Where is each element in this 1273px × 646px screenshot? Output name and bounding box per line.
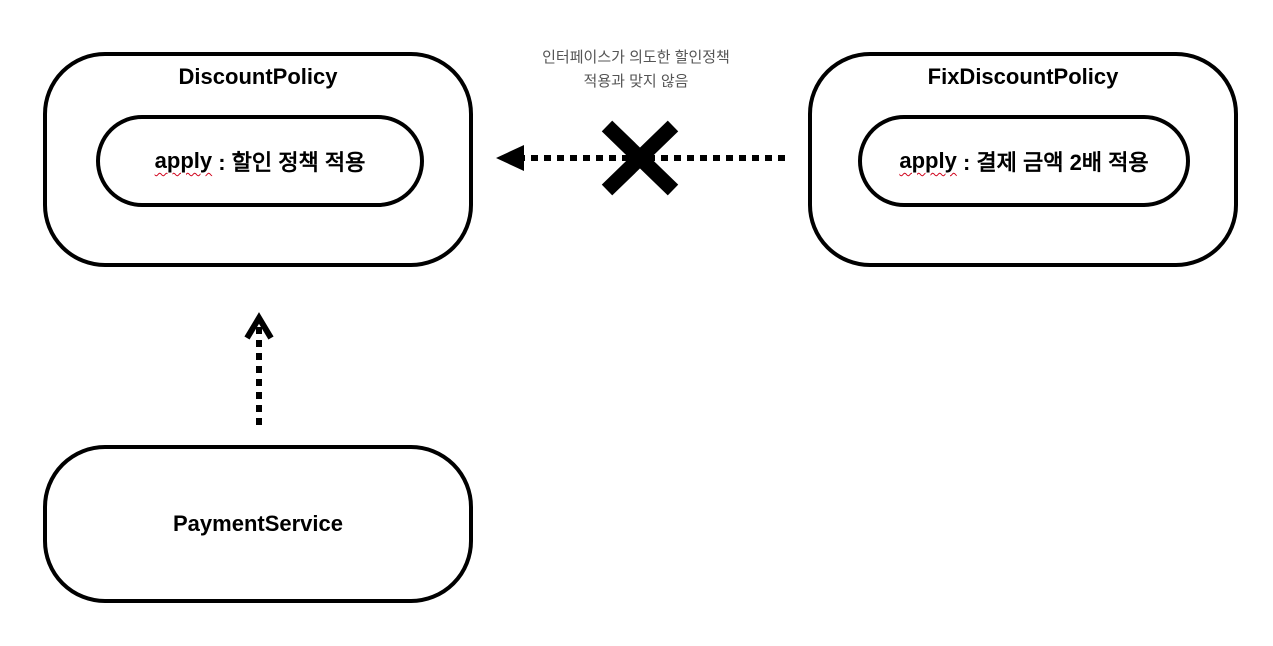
mismatch-x-icon [601, 120, 679, 196]
fix-discount-policy-box: FixDiscountPolicy apply : 결제 금액 2배 적용 [808, 52, 1238, 267]
fix-discount-policy-method-box: apply : 결제 금액 2배 적용 [858, 115, 1190, 207]
discount-policy-method-desc: : 할인 정책 적용 [212, 150, 366, 175]
payment-service-label: PaymentService [173, 511, 343, 536]
fix-discount-policy-method-name: apply [899, 148, 957, 173]
discount-policy-box: DiscountPolicy apply : 할인 정책 적용 [43, 52, 473, 267]
dependency-arrow-head [244, 312, 274, 340]
fix-discount-policy-title: FixDiscountPolicy [927, 64, 1119, 89]
discount-policy-title: DiscountPolicy [178, 64, 338, 89]
annotation-line-1: 인터페이스가 의도한 할인정책 [542, 49, 730, 66]
mismatch-annotation: 인터페이스가 의도한 할인정책 적용과 맞지 않음 [500, 46, 772, 94]
annotation-line-2: 적용과 맞지 않음 [583, 73, 689, 90]
payment-service-box: PaymentService [43, 445, 473, 603]
discount-policy-method-name: apply [154, 148, 213, 173]
discount-policy-method-box: apply : 할인 정책 적용 [96, 115, 424, 207]
fix-discount-policy-method-desc: : 결제 금액 2배 적용 [956, 150, 1149, 175]
implements-arrow-head [496, 145, 524, 171]
